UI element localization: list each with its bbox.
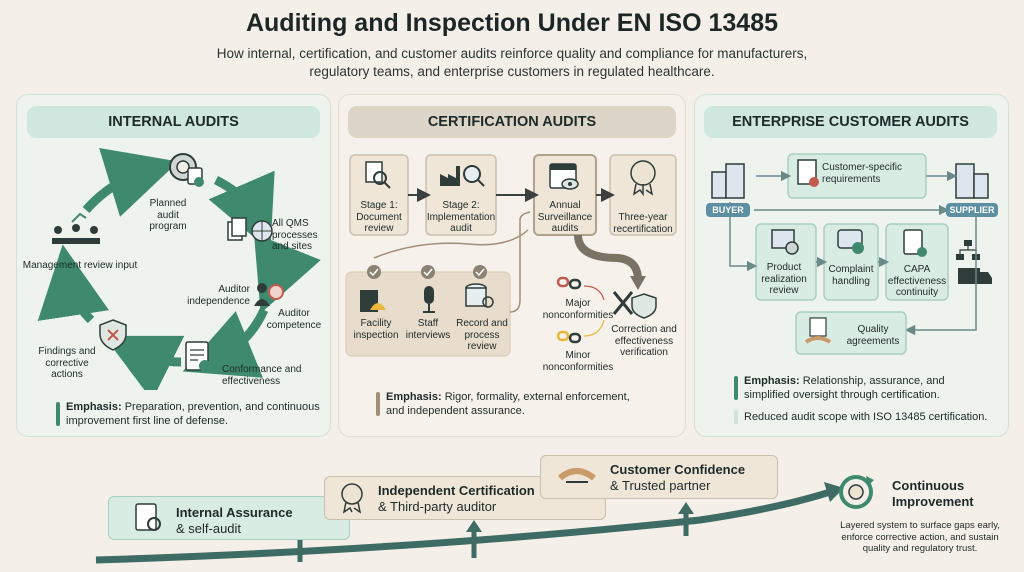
cycle-arrow — [182, 308, 269, 378]
internal-assurance-text: Internal Assurance & self-audit — [176, 505, 293, 536]
emphasis-bar — [376, 392, 380, 416]
shield-x-icon — [99, 319, 127, 351]
cycle-arrow — [82, 148, 179, 217]
emphasis-bar — [734, 376, 738, 400]
stage1-label: Stage 1: Document review — [356, 200, 402, 234]
enterprise-audits-heading: ENTERPRISE CUSTOMER AUDITS — [704, 106, 997, 138]
buyer-building-icon — [711, 163, 745, 199]
continuous-cycle-icon — [839, 475, 874, 509]
check-icon — [421, 265, 435, 279]
certification-flow-diagram — [345, 154, 677, 357]
conformance-label: Conformance and effectiveness — [222, 364, 302, 387]
award-seal-icon — [630, 160, 656, 197]
auditor-magnifier-icon — [254, 283, 284, 306]
stage2-label: Stage 2: Implementation audit — [426, 200, 496, 234]
supplier-badge: SUPPLIER — [946, 203, 998, 217]
cycle-arrow — [103, 335, 185, 390]
correction-label: Correction and effectiveness verificatio… — [611, 324, 677, 358]
findings-label: Findings and corrective actions — [38, 346, 96, 380]
database-icon — [465, 283, 494, 308]
capa-label: CAPA effectiveness continuity — [887, 264, 947, 298]
award-ribbon-icon — [341, 483, 363, 514]
supplier-building-icon — [955, 163, 989, 199]
gear-checklist-icon — [169, 153, 204, 187]
page-subtitle: How internal, certification, and custome… — [216, 46, 808, 79]
customer-confidence-step — [540, 455, 778, 499]
all-qms-label: All QMS processes and sites — [272, 218, 318, 252]
cycle-arrow — [253, 233, 321, 314]
clipboard-magnifier-icon — [135, 503, 161, 531]
meeting-table-icon — [52, 212, 100, 244]
document-magnifier-icon — [365, 161, 391, 189]
annual-label: Annual Surveillance audits — [537, 200, 593, 234]
product-label: Product realization review — [761, 262, 807, 296]
management-review-label: Management review input — [22, 260, 138, 271]
document-seal-icon — [797, 159, 819, 187]
emphasis-bar — [56, 402, 60, 426]
auditor-independence-label: Auditor independence — [187, 284, 250, 307]
tools-shield-icon — [612, 291, 657, 319]
broken-chain-icon — [556, 276, 582, 290]
certification-emphasis: Emphasis: Rigor, formality, external enf… — [386, 391, 630, 417]
cycle-arrow — [37, 244, 109, 324]
documents-globe-icon — [227, 217, 273, 242]
check-icon — [473, 265, 487, 279]
certification-audits-heading: CERTIFICATION AUDITS — [348, 106, 676, 138]
buyer-badge: BUYER — [706, 203, 750, 217]
continuous-improvement-title: Continuous Improvement — [892, 478, 974, 509]
enterprise-flow-diagram — [711, 153, 992, 355]
major-label: Major nonconformities — [542, 298, 614, 321]
factory-magnifier-icon — [440, 165, 485, 187]
check-icon — [367, 265, 381, 279]
staff-label: Staff interviews — [405, 318, 451, 341]
facility-label: Facility inspection — [353, 318, 399, 341]
enterprise-emphasis: Emphasis: Relationship, assurance, and s… — [744, 375, 945, 401]
auditor-competence-label: Auditor competence — [266, 308, 322, 331]
broken-chain-icon — [556, 330, 582, 344]
chat-question-icon — [837, 229, 864, 254]
record-label: Record and process review — [456, 318, 508, 352]
calendar-eye-icon — [549, 163, 579, 190]
truck-icon — [958, 268, 992, 284]
internal-emphasis: Emphasis: Preparation, prevention, and c… — [66, 401, 320, 427]
continuous-improvement-text: Layered system to surface gaps early, en… — [840, 520, 1000, 554]
complaint-label: Complaint handling — [828, 264, 874, 287]
clipboard-check-icon — [903, 229, 927, 257]
quality-label: Quality agreements — [846, 324, 900, 347]
note-bar — [734, 410, 738, 424]
handshake-icon — [558, 468, 596, 483]
minor-label: Minor nonconformities — [542, 350, 614, 373]
facility-hardhat-icon — [360, 290, 386, 312]
handshake-document-icon — [804, 317, 832, 344]
blueprint-gear-icon — [771, 229, 799, 255]
internal-cycle-diagram — [37, 148, 321, 390]
recert-label: Three-year recertification — [613, 212, 673, 235]
planned-audit-label: Planned audit program — [149, 198, 187, 232]
microphone-icon — [423, 286, 435, 313]
cycle-arrow — [208, 170, 275, 252]
internal-audits-heading: INTERNAL AUDITS — [27, 106, 320, 138]
reduced-scope-note: Reduced audit scope with ISO 13485 certi… — [744, 411, 988, 423]
clipboard-check-icon — [185, 341, 211, 372]
page-title: Auditing and Inspection Under EN ISO 134… — [245, 9, 779, 37]
independent-certification-text: Independent Certification & Third-party … — [378, 483, 535, 514]
customer-req-label: Customer-specific requirements — [822, 162, 903, 185]
customer-confidence-text: Customer Confidence & Trusted partner — [610, 462, 746, 493]
